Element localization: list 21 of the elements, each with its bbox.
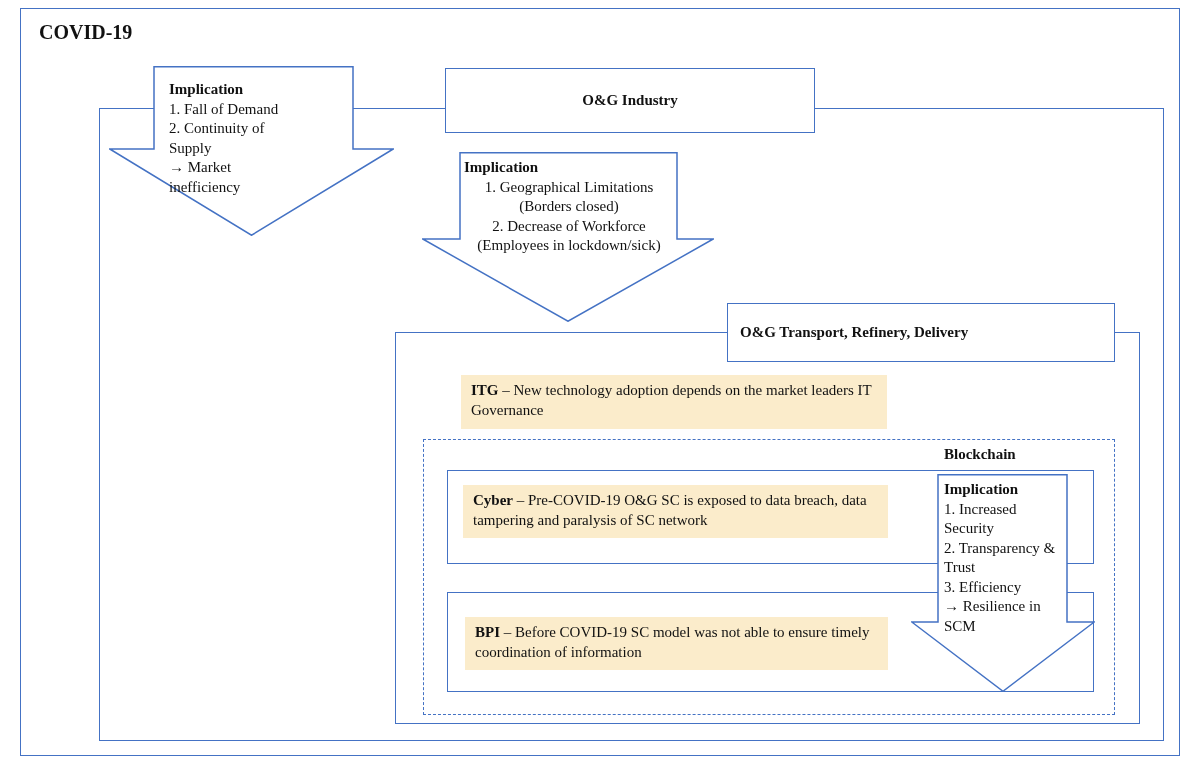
heading-text: Implication <box>944 480 1019 499</box>
list-item: → Resilience in SCM <box>944 597 1042 636</box>
dashed-frame <box>423 439 1115 715</box>
title-text: COVID-19 <box>39 21 133 44</box>
section-header: O&G Transport, Refinery, Delivery <box>727 303 1115 362</box>
list-item: → Market inefficiency <box>169 158 242 197</box>
note-box: Cyber – Pre-COVID-19 O&G SC is exposed to data breach, data tampering and paralysis of SC network <box>463 485 888 538</box>
list-item: 1. Increased Security <box>944 499 1018 538</box>
note-box: BPI – Before COVID-19 SC model was not able to ensure timely coordination of information <box>465 617 888 670</box>
note-box: ITG – New technology adoption depends on the market leaders IT Governance <box>461 375 887 429</box>
list-item: 2. Decrease of Workforce (Employees in lockdown/sick) <box>476 216 662 255</box>
list-item: 1. Geographical Limitations (Borders closed) <box>483 177 655 216</box>
list-item: 2. Continuity of Supply <box>169 119 266 158</box>
section-frame <box>20 8 1180 756</box>
heading-text: Implication <box>169 80 244 99</box>
heading-text: Implication <box>464 158 539 177</box>
list-item: 1. Fall of Demand <box>169 99 279 119</box>
list-item: 2. Transparency & Trust <box>944 538 1057 577</box>
group-label: Blockchain <box>944 446 1016 463</box>
list-item: 3. Efficiency <box>944 577 1022 597</box>
section-header: O&G Industry <box>445 68 815 133</box>
